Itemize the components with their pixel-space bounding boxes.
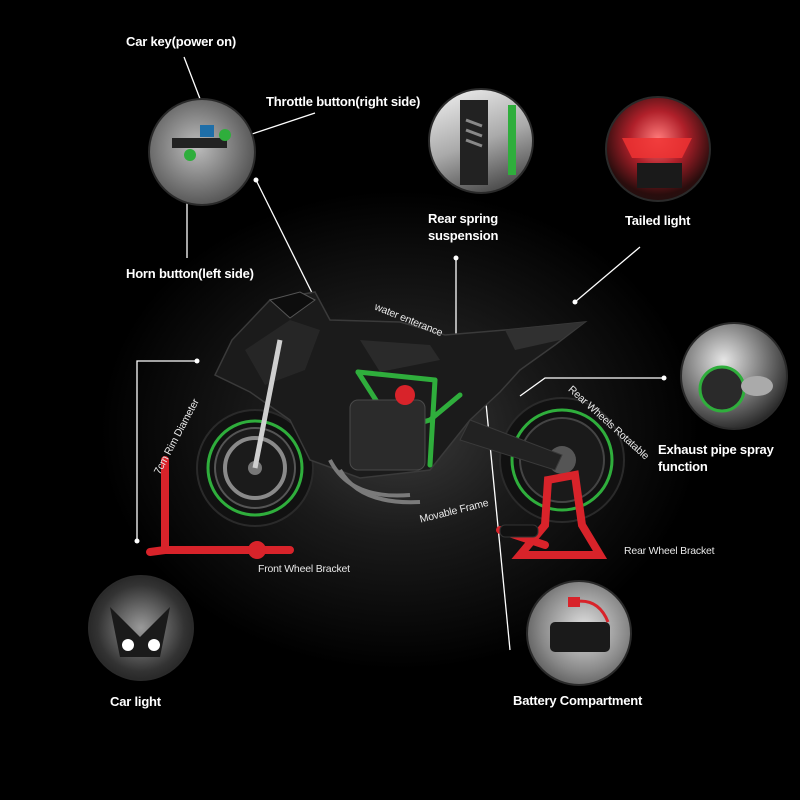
callout-dot (194, 358, 200, 364)
callout-line-exhaust (519, 377, 664, 397)
headlight-icon (110, 607, 170, 657)
label-car-light: Car light (110, 694, 161, 709)
handlebar-icon (172, 125, 231, 161)
thumb-rear-spring (428, 88, 534, 194)
front-wheel-stand (146, 456, 294, 559)
label-throttle-button: Throttle button(right side) (266, 94, 421, 109)
label-battery-compartment: Battery Compartment (513, 693, 643, 708)
label-rear-wheel-bracket: Rear Wheel Bracket (624, 545, 715, 557)
callout-line-tail-light (574, 246, 641, 303)
battery-icon (550, 597, 610, 652)
label-rear-spring-line1: Rear spring (428, 211, 499, 226)
label-rear-spring: Rear spring suspension (428, 210, 498, 244)
callout-line-rim (136, 360, 197, 541)
callout-dot (661, 375, 667, 381)
label-rear-spring-line2: suspension (428, 228, 499, 243)
spring-icon (460, 100, 516, 185)
rear-stand-handle (499, 524, 539, 538)
motorcycle-body (213, 291, 588, 505)
exhaust-icon (698, 365, 773, 413)
thumb-tail-light (605, 96, 711, 202)
callout-dot (572, 299, 578, 305)
thumb-battery (526, 580, 632, 686)
thumb-handlebar (148, 98, 256, 206)
label-horn-button: Horn button(left side) (126, 266, 254, 281)
callout-dot (453, 255, 459, 261)
label-front-wheel-bracket: Front Wheel Bracket (258, 563, 350, 575)
thumb-exhaust (680, 322, 788, 430)
callout-dot (134, 538, 140, 544)
callout-dot (253, 177, 259, 183)
label-exhaust-line1: Exhaust pipe spray (658, 442, 774, 457)
label-tail-light: Tailed light (625, 213, 691, 228)
label-exhaust-line2: function (658, 459, 708, 474)
tail-light-icon (622, 138, 692, 188)
thumb-car-light (88, 575, 194, 681)
rear-wheel (499, 397, 625, 523)
label-exhaust: Exhaust pipe spray function (658, 441, 774, 475)
label-car-key: Car key(power on) (126, 34, 237, 49)
